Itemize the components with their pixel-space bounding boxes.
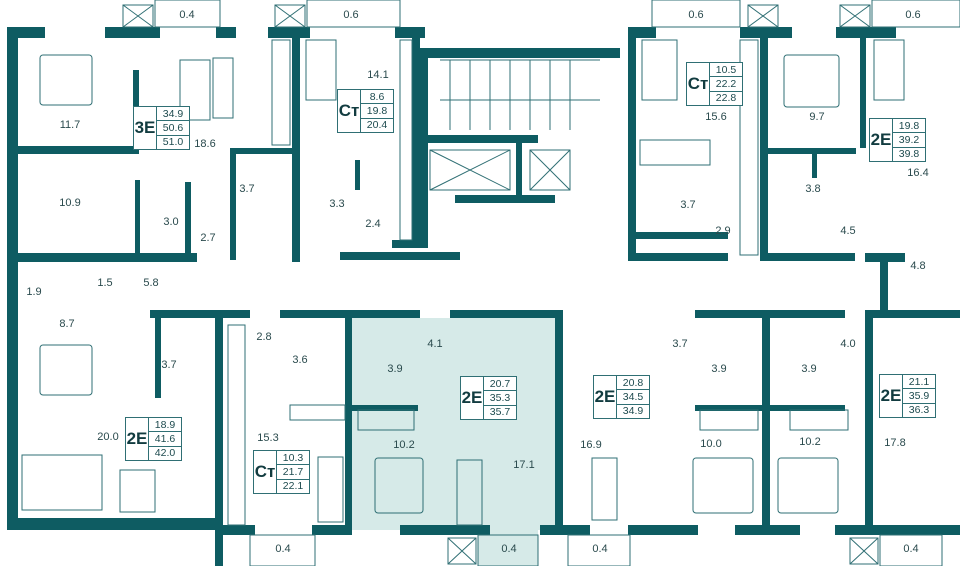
highlighted-apartment-area[interactable]: [352, 318, 557, 530]
room-area: 9.7: [809, 111, 825, 123]
total-area-with-balcony: 22.1: [282, 480, 304, 493]
room-area: 10.9: [59, 197, 81, 209]
room-area: 14.1: [367, 69, 389, 81]
total-area: 19.8: [361, 104, 393, 119]
apartment-type: 2Е: [461, 377, 484, 419]
total-area-with-balcony: 39.8: [898, 148, 920, 161]
living-area: 8.6: [361, 90, 393, 105]
room-area: 4.1: [427, 338, 443, 350]
total-area-with-balcony: 20.4: [366, 119, 388, 132]
room-area: 3.7: [672, 338, 688, 350]
living-area: 18.9: [149, 418, 181, 433]
apartment-type: 3Е: [134, 107, 157, 149]
room-area: 10.2: [393, 439, 415, 451]
living-area: 20.7: [484, 377, 516, 392]
balcony-area: 0.6: [905, 9, 921, 21]
room-area: 16.9: [580, 439, 602, 451]
total-area: 50.6: [157, 121, 189, 136]
room-area: 16.4: [907, 167, 929, 179]
balcony-area: 0.6: [343, 9, 359, 21]
apartment-type: 2Е: [126, 418, 149, 460]
room-area: 1.9: [26, 286, 42, 298]
room-area: 10.2: [799, 436, 821, 448]
room-area: 8.7: [59, 318, 75, 330]
living-area: 34.9: [157, 107, 189, 122]
room-area: 1.5: [97, 277, 113, 289]
room-area: 3.0: [163, 216, 179, 228]
balconies-and-windows: [21, 0, 960, 566]
balcony-area: 0.6: [688, 9, 704, 21]
total-area-with-balcony: 35.7: [489, 406, 511, 419]
room-area: 3.9: [801, 363, 817, 375]
highlighted-balcony-area: [478, 530, 538, 566]
total-area: 34.5: [617, 390, 649, 405]
total-area-with-balcony: 36.3: [908, 404, 930, 417]
apartment-type: 2Е: [880, 375, 903, 417]
living-area: 10.5: [710, 63, 742, 78]
room-area: 17.1: [513, 459, 535, 471]
room-area: 11.7: [59, 119, 81, 131]
total-area: 41.6: [149, 432, 181, 447]
apartment-type: 2Е: [594, 376, 617, 418]
room-area: 2.4: [365, 218, 381, 230]
room-area: 2.8: [256, 331, 272, 343]
room-area: 4.5: [840, 225, 856, 237]
total-area: 22.2: [710, 77, 742, 92]
apartment-type: Ст: [687, 63, 710, 105]
walls: [7, 27, 960, 566]
room-area: 15.6: [705, 111, 727, 123]
balcony-area: 0.4: [903, 543, 919, 555]
room-area: 4.8: [910, 260, 926, 272]
room-area: 2.9: [715, 225, 731, 237]
total-area: 21.7: [277, 465, 309, 480]
room-area: 4.0: [840, 338, 856, 350]
room-area: 2.7: [200, 232, 216, 244]
room-area: 3.7: [161, 359, 177, 371]
living-area: 19.8: [893, 119, 925, 134]
balcony-area: 0.4: [592, 543, 608, 555]
room-area: 10.0: [700, 438, 722, 450]
room-area: 3.9: [711, 363, 727, 375]
room-area: 15.3: [257, 432, 279, 444]
apartment-type: 2Е: [870, 119, 893, 161]
apartment-type: Ст: [338, 90, 361, 132]
total-area-with-balcony: 34.9: [622, 405, 644, 418]
apartment-type: Ст: [254, 451, 277, 493]
room-area: 3.7: [680, 199, 696, 211]
living-area: 21.1: [903, 375, 935, 390]
living-area: 20.8: [617, 376, 649, 391]
room-area: 3.9: [387, 363, 403, 375]
room-area: 3.8: [805, 183, 821, 195]
room-area: 5.8: [143, 277, 159, 289]
room-area: 18.6: [194, 138, 216, 150]
room-area: 3.6: [292, 354, 308, 366]
room-area: 3.7: [239, 183, 255, 195]
living-area: 10.3: [277, 451, 309, 466]
balcony-area: 0.4: [179, 9, 195, 21]
total-area: 35.9: [903, 389, 935, 404]
balcony-area: 0.4: [501, 543, 517, 555]
total-area-with-balcony: 51.0: [162, 136, 184, 149]
room-area: 20.0: [97, 431, 119, 443]
total-area: 35.3: [484, 391, 516, 406]
balcony-area: 0.4: [275, 543, 291, 555]
total-area-with-balcony: 42.0: [154, 447, 176, 460]
room-area: 17.8: [884, 437, 906, 449]
total-area: 39.2: [893, 133, 925, 148]
room-area: 3.3: [329, 198, 345, 210]
total-area-with-balcony: 22.8: [715, 92, 737, 105]
